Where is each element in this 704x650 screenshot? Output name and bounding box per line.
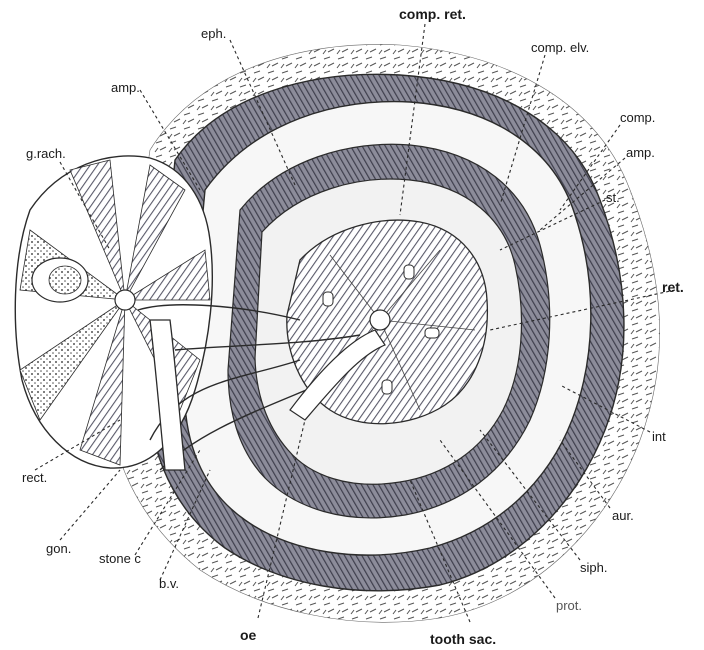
label-amp-right: amp. xyxy=(626,145,655,160)
label-tooth-sac: tooth sac. xyxy=(430,631,496,647)
label-comp-ret: comp. ret. xyxy=(399,6,466,22)
rosette xyxy=(15,156,212,468)
label-comp-elv: comp. elv. xyxy=(531,40,589,55)
label-g-rach: g.rach. xyxy=(26,146,66,161)
label-prot: prot. xyxy=(556,598,582,613)
label-gon: gon. xyxy=(46,541,71,556)
label-eph: eph. xyxy=(201,26,226,41)
label-aur: aur. xyxy=(612,508,634,523)
label-stone-c: stone c xyxy=(99,551,141,566)
label-b-v: b.v. xyxy=(159,576,179,591)
label-rect: rect. xyxy=(22,470,47,485)
label-ret: ret. xyxy=(662,279,684,295)
label-comp: comp. xyxy=(620,110,655,125)
label-oe: oe xyxy=(240,627,257,643)
label-amp-left: amp. xyxy=(111,80,140,95)
label-siph: siph. xyxy=(580,560,607,575)
label-int: int xyxy=(652,429,666,444)
label-st: st. xyxy=(606,190,620,205)
